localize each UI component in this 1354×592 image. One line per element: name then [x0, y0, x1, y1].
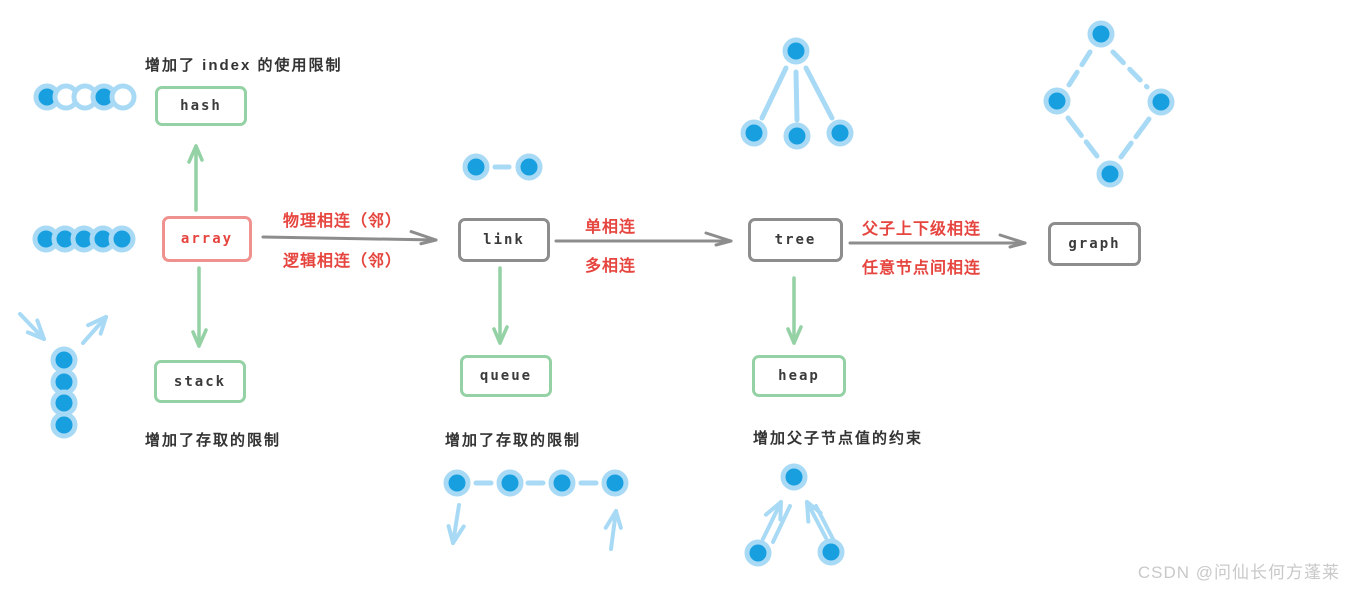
stack-note: 增加了存取的限制: [145, 432, 282, 449]
hash-note: 增加了 index 的使用限制: [145, 57, 343, 74]
hash-cells-illustration: [33, 83, 137, 111]
queue-note: 增加了存取的限制: [445, 432, 582, 449]
node-hash-label: hash: [180, 98, 222, 114]
edge-label-physical-adjacent: 物理相连（邻）: [283, 213, 403, 230]
node-stack: stack: [154, 360, 246, 403]
edge-label-parent-child-linked: 父子上下级相连: [862, 221, 982, 238]
array-cells-illustration: [32, 225, 136, 253]
node-tree-label: tree: [774, 232, 817, 248]
node-graph: graph: [1048, 222, 1141, 266]
node-queue: queue: [460, 355, 552, 397]
graph-illustration: [1043, 20, 1175, 188]
edge-label-single-linked: 单相连: [585, 219, 637, 236]
node-heap-label: heap: [778, 368, 820, 384]
node-tree: tree: [748, 218, 843, 262]
linked-nodes-illustration: [462, 153, 543, 181]
node-array: array: [162, 216, 252, 262]
node-queue-label: queue: [479, 368, 533, 384]
node-array-label: array: [180, 231, 234, 247]
arrow-array-to-link: [261, 230, 438, 246]
edge-label-logical-adjacent: 逻辑相连（邻）: [283, 253, 403, 270]
heap-illustration: [744, 463, 845, 567]
edge-label-multi-linked: 多相连: [585, 258, 637, 275]
node-heap: heap: [752, 355, 846, 397]
node-hash: hash: [155, 86, 247, 126]
stack-illustration: [18, 312, 108, 439]
tree-illustration: [740, 37, 854, 150]
node-stack-label: stack: [173, 373, 227, 390]
edge-label-any-node-linked: 任意节点间相连: [862, 260, 982, 277]
queue-illustration: [443, 469, 629, 551]
heap-note: 增加父子节点值的约束: [753, 430, 924, 447]
node-graph-label: graph: [1068, 236, 1121, 252]
csdn-watermark: CSDN @问仙长何方蓬莱: [1137, 563, 1340, 582]
node-link-label: link: [483, 232, 525, 248]
node-link: link: [458, 218, 550, 262]
